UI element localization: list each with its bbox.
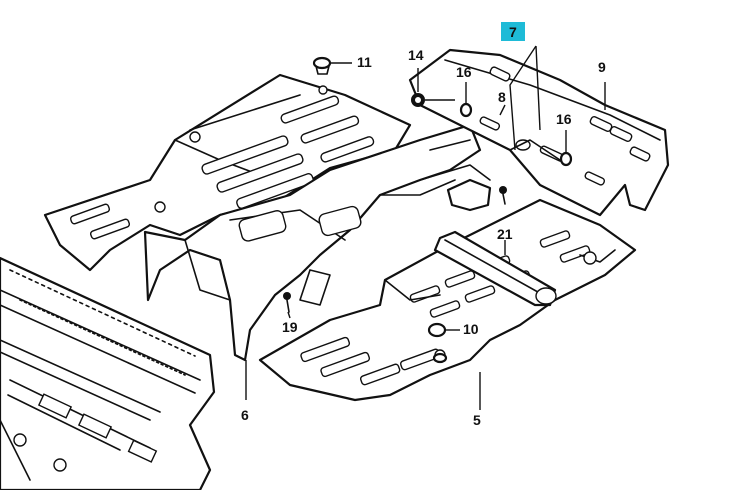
bolt-bracket — [499, 186, 507, 205]
callout-10: 10 — [463, 321, 479, 337]
center-tunnel-panel — [143, 123, 491, 362]
front-floor-panel — [43, 73, 412, 272]
callout-16-lower: 16 — [556, 111, 572, 127]
bolt-19 — [283, 292, 291, 313]
bracket — [446, 178, 492, 212]
callout-6: 6 — [241, 407, 249, 423]
callout-14: 14 — [408, 47, 424, 63]
cross-member — [433, 230, 557, 307]
callout-21: 21 — [497, 226, 513, 242]
callout-8: 8 — [498, 89, 506, 105]
grommet-11 — [312, 56, 332, 75]
leader-lines — [245, 45, 606, 410]
callout-5: 5 — [473, 412, 481, 428]
callout-9: 9 — [598, 59, 606, 75]
plug-16a — [459, 102, 473, 118]
plug-16b — [559, 151, 573, 167]
callout-11: 11 — [357, 54, 372, 70]
rear-upper-panel — [408, 48, 670, 217]
callout-7-highlighted: 7 — [501, 22, 525, 41]
callout-16-upper: 16 — [456, 64, 472, 80]
plug-14 — [411, 93, 425, 107]
rear-floor-panel — [258, 198, 637, 402]
side-sill-panel — [0, 256, 216, 490]
callout-19: 19 — [282, 319, 298, 335]
